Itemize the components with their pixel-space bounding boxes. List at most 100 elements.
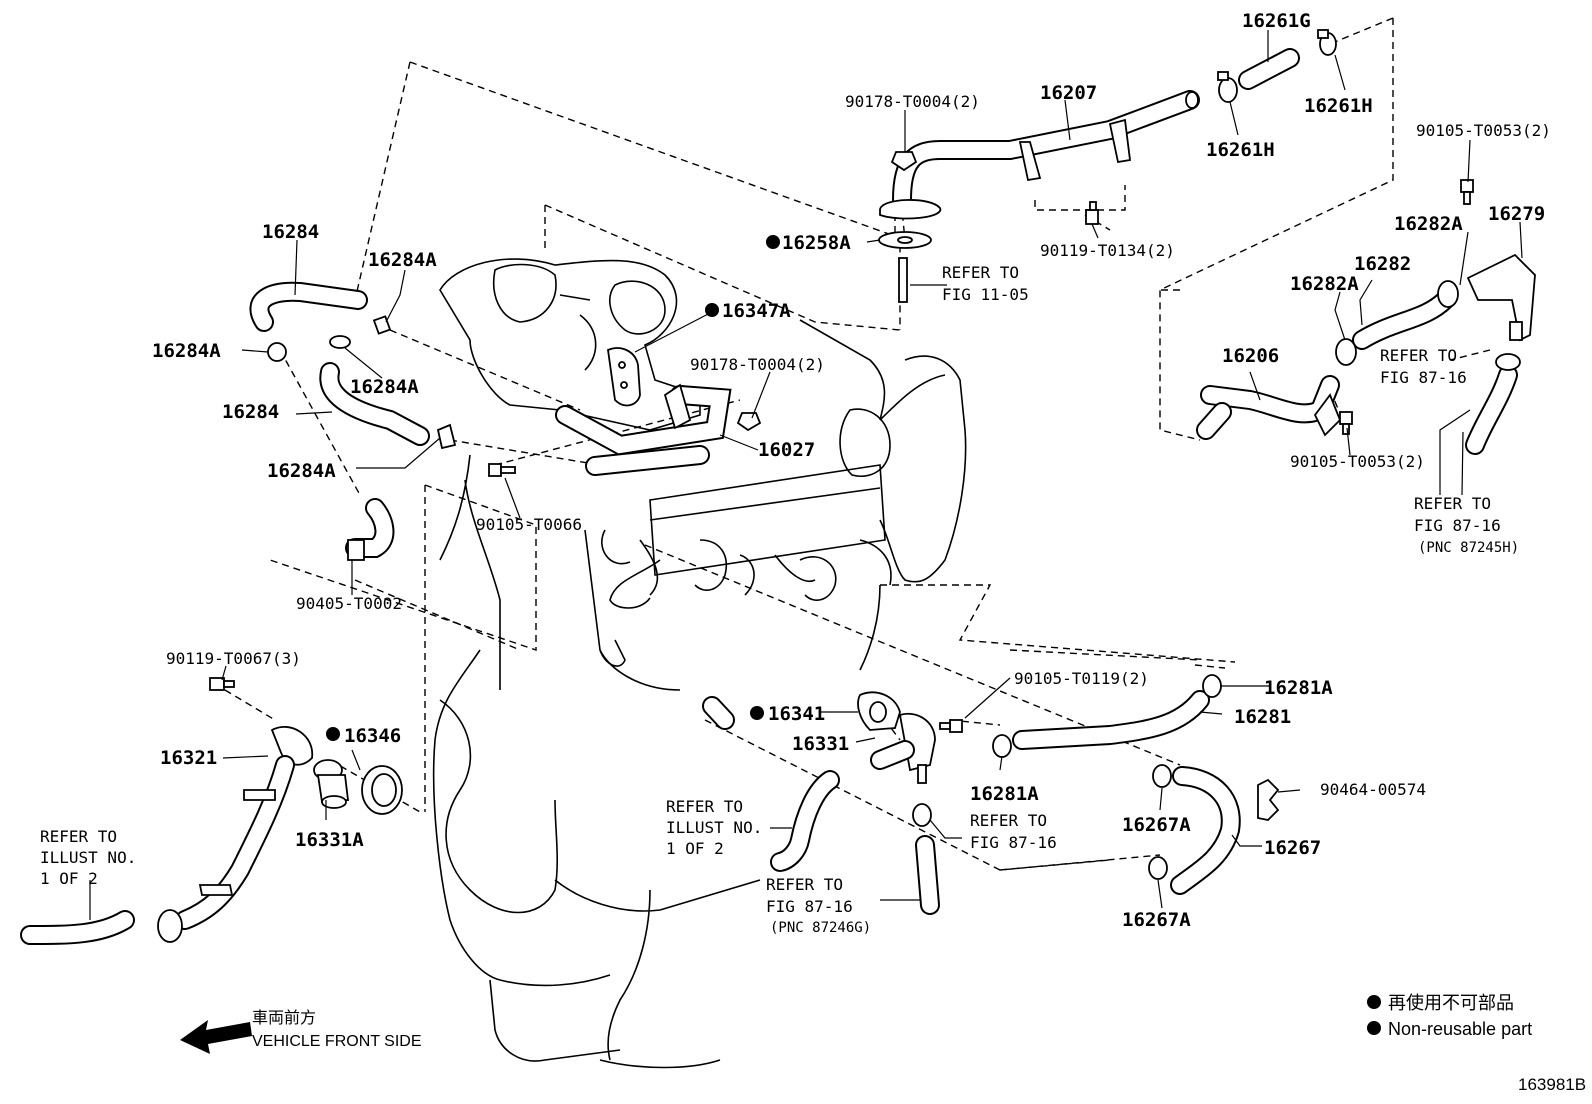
label-16282A-a: 16282A — [1394, 213, 1463, 235]
pipe-16207[interactable] — [879, 90, 1200, 220]
label-16284A-c: 16284A — [350, 376, 419, 398]
clamp-16281A-b[interactable] — [992, 734, 1012, 758]
label-16331: 16331 — [792, 733, 849, 755]
pipe-16206[interactable] — [1196, 375, 1342, 440]
legend: 再使用不可部品 Non-reusable part — [1367, 993, 1532, 1039]
ref-fig-11-05-line2: FIG 11-05 — [942, 285, 1029, 304]
label-16284A-d: 16284A — [267, 460, 336, 482]
hose-illust-mid — [702, 696, 840, 872]
label-16341: 16341 — [768, 703, 825, 725]
ref-illust-mid-line3: 1 OF 2 — [666, 839, 724, 858]
label-90178-T0004-a: 90178-T0004(2) — [845, 92, 980, 111]
ref-fig-87-16-c-line1: REFER TO — [970, 811, 1047, 830]
union-90405-T0002[interactable] — [345, 498, 395, 561]
ref-fig-87-16-b-line2: FIG 87-16 — [1414, 516, 1501, 535]
legend-en: Non-reusable part — [1388, 1019, 1532, 1039]
nonreusable-mark — [766, 235, 780, 249]
label-16207: 16207 — [1040, 82, 1097, 104]
hose-16261G[interactable] — [1238, 48, 1300, 90]
ref-illust-mid-line2: ILLUST NO. — [666, 818, 762, 837]
hose-16281[interactable] — [1012, 690, 1210, 750]
label-16321: 16321 — [160, 747, 217, 769]
bolt-90105-T0053-a[interactable] — [1460, 179, 1474, 205]
label-90105-T0053-a: 90105-T0053(2) — [1416, 121, 1551, 140]
direction-en: VEHICLE FRONT SIDE — [252, 1033, 422, 1050]
part-labels: 16261G 16207 16261H 16261H 90178-T0004(2… — [152, 10, 1551, 931]
water-inlet-16321[interactable] — [157, 725, 313, 943]
label-16261H-a: 16261H — [1304, 95, 1373, 117]
nonreusable-mark — [705, 303, 719, 317]
hose-fig-87-16-lower — [912, 803, 940, 915]
label-16206: 16206 — [1222, 345, 1279, 367]
label-16281: 16281 — [1234, 706, 1291, 728]
bolt-90119-T0067[interactable] — [209, 677, 235, 691]
vehicle-front-indicator: 車両前方 VEHICLE FRONT SIDE — [180, 1009, 422, 1054]
ref-illust-left-line2: ILLUST NO. — [40, 848, 136, 867]
label-90105-T0066: 90105-T0066 — [476, 515, 582, 534]
label-90105-T0053-b: 90105-T0053(2) — [1290, 452, 1425, 471]
legend-jp: 再使用不可部品 — [1388, 993, 1514, 1013]
gasket-16258A[interactable] — [878, 231, 932, 303]
front-arrow-icon — [180, 1020, 252, 1054]
clamp-16267A-b[interactable] — [1148, 856, 1168, 880]
label-90464-00574: 90464-00574 — [1320, 780, 1426, 799]
label-16347A: 16347A — [722, 300, 791, 322]
clamp-16267A-a[interactable] — [1152, 764, 1172, 788]
pipe-16027[interactable] — [555, 383, 732, 476]
ref-fig-87-16-d-line2: FIG 87-16 — [766, 897, 853, 916]
bracket-16279[interactable] — [1466, 253, 1536, 342]
label-90405-T0002: 90405-T0002 — [296, 594, 402, 613]
hose-16267[interactable] — [1170, 766, 1241, 895]
label-16282: 16282 — [1354, 253, 1411, 275]
bolt-90105-T0053-b[interactable] — [1339, 411, 1353, 435]
hose-16284-lower[interactable] — [319, 362, 430, 446]
nonreusable-mark — [326, 727, 340, 741]
ref-illust-left-line3: 1 OF 2 — [40, 869, 98, 888]
ref-fig-11-05-line1: REFER TO — [942, 263, 1019, 282]
gasket-16341[interactable] — [857, 691, 901, 731]
leader-lines — [89, 30, 1523, 920]
label-16261G: 16261G — [1242, 10, 1311, 32]
hose-16282[interactable] — [1352, 290, 1455, 350]
clip-90464-00574[interactable] — [1257, 778, 1280, 821]
label-16346: 16346 — [344, 725, 401, 747]
nonreusable-bullet-icon — [1367, 1021, 1381, 1035]
nut-90178-b[interactable] — [736, 412, 762, 432]
nut-90178-a[interactable] — [890, 151, 918, 172]
clamp-16284A-d[interactable] — [436, 423, 457, 450]
clamp-16284A-a[interactable] — [267, 342, 287, 362]
label-16284-a: 16284 — [262, 221, 319, 243]
clamp-16281A-a[interactable] — [1202, 674, 1222, 698]
label-16281A-b: 16281A — [970, 783, 1039, 805]
ref-fig-87-16-b-line1: REFER TO — [1414, 494, 1491, 513]
ref-fig-87-16-b-line3: (PNC 87245H) — [1418, 540, 1519, 556]
bolt-90105-T0066[interactable] — [488, 463, 516, 477]
label-90119-T0134: 90119-T0134(2) — [1040, 241, 1175, 260]
label-16267: 16267 — [1264, 837, 1321, 859]
label-16261H-b: 16261H — [1206, 139, 1275, 161]
ref-fig-87-16-d-line1: REFER TO — [766, 875, 843, 894]
ref-illust-left-line1: REFER TO — [40, 827, 117, 846]
nonreusable-mark — [750, 706, 764, 720]
gasket-16347A[interactable] — [607, 347, 641, 407]
water-outlet-16331[interactable] — [870, 712, 936, 784]
clamp-16284A-c[interactable] — [329, 335, 351, 349]
clamp-16282A-b[interactable] — [1335, 338, 1357, 366]
label-16027: 16027 — [758, 439, 815, 461]
clamp-16261H-b[interactable] — [1317, 29, 1337, 56]
bolt-90105-T0119[interactable] — [939, 719, 963, 733]
label-90119-T0067: 90119-T0067(3) — [166, 649, 301, 668]
label-16267A-b: 16267A — [1122, 909, 1191, 931]
label-16284-b: 16284 — [222, 401, 279, 423]
hose-16284-upper[interactable] — [249, 281, 368, 332]
engine-block-outline — [432, 258, 967, 1069]
label-16267A-a: 16267A — [1122, 814, 1191, 836]
ref-fig-87-16-c-line2: FIG 87-16 — [970, 833, 1057, 852]
reference-labels: REFER TO FIG 11-05 REFER TO FIG 87-16 RE… — [40, 263, 1519, 936]
gasket-16346[interactable] — [361, 765, 403, 815]
ref-fig-87-16-a-line2: FIG 87-16 — [1380, 368, 1467, 387]
bolt-90119-T0134[interactable] — [1085, 201, 1099, 225]
clamp-16261H-a[interactable] — [1217, 71, 1238, 103]
thermostat-16331A[interactable] — [313, 759, 350, 809]
clamp-16282A-a[interactable] — [1437, 280, 1459, 308]
